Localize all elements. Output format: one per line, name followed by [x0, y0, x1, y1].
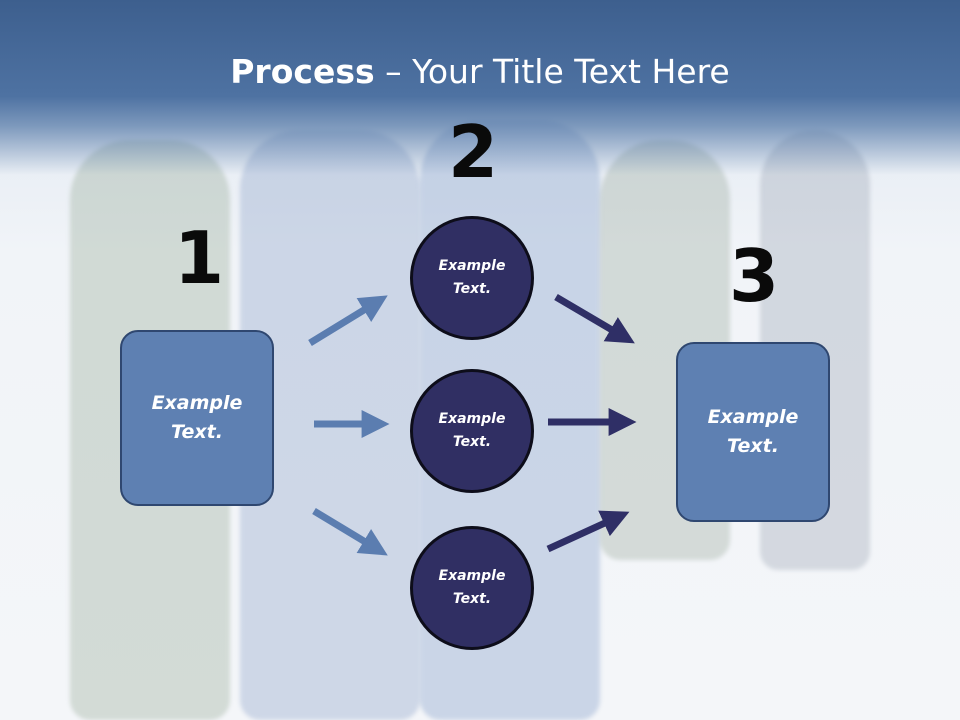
- circle-middle-label: Example Text.: [438, 411, 506, 450]
- header-band: [0, 0, 960, 175]
- step-1-label: Example Text.: [151, 392, 243, 443]
- step-3-label: Example Text.: [707, 406, 799, 457]
- circle-top-label: Example Text.: [438, 258, 506, 297]
- step-number-2: 2: [447, 110, 499, 194]
- title-rest: – Your Title Text Here: [374, 52, 730, 91]
- circle-bottom-label: Example Text.: [438, 568, 506, 607]
- step-2-circle-middle: Example Text.: [410, 369, 534, 493]
- title-bold: Process: [230, 52, 375, 91]
- step-3-box: Example Text.: [676, 342, 830, 522]
- step-2-circle-bottom: Example Text.: [410, 526, 534, 650]
- step-number-3: 3: [728, 234, 780, 318]
- step-number-1: 1: [173, 216, 225, 300]
- step-2-circle-top: Example Text.: [410, 216, 534, 340]
- step-1-box: Example Text.: [120, 330, 274, 506]
- slide-title: Process – Your Title Text Here: [0, 52, 960, 91]
